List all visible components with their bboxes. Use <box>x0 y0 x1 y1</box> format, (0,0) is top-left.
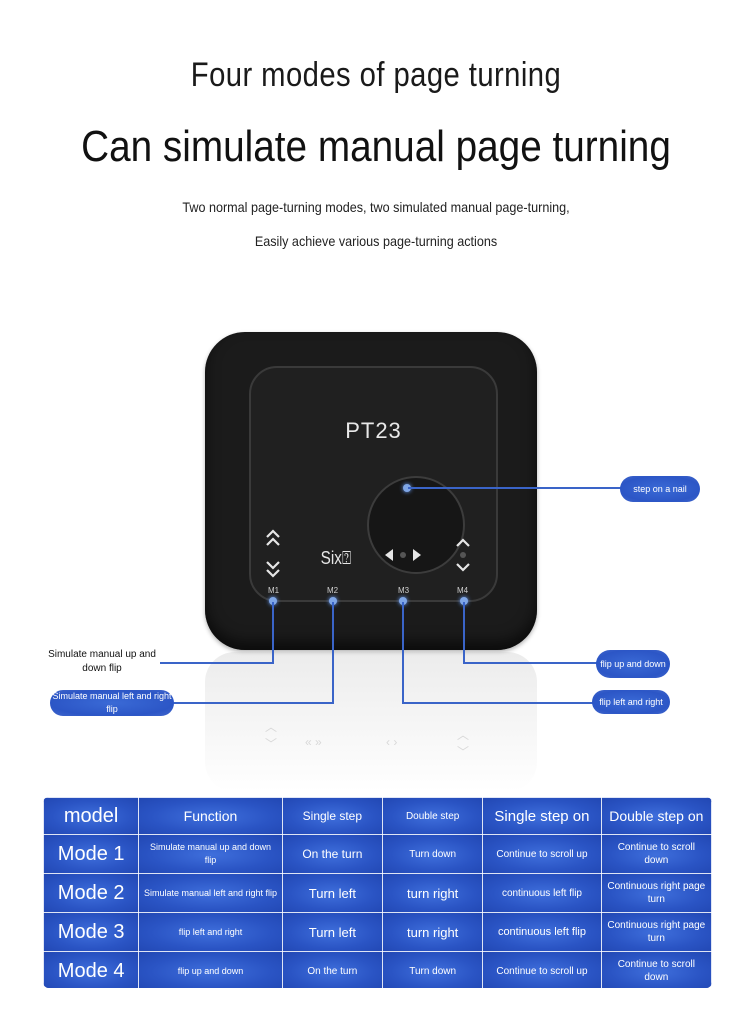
callout-m2: Simulate manual left and right flip <box>50 690 174 716</box>
table-row: Mode 4 flip up and down On the turn Turn… <box>43 951 712 988</box>
table-cell: turn right <box>381 912 484 952</box>
device-face: PT23 <box>249 366 498 602</box>
reflection-arrows-icon: « » <box>305 735 322 749</box>
port-m3 <box>399 597 407 605</box>
table-cell: Continue to scroll up <box>482 951 602 988</box>
header-function: Function <box>138 797 283 835</box>
callout-line-m2-v <box>332 602 334 704</box>
callout-line-knob <box>408 487 630 489</box>
up-down-arrows-icon <box>455 537 471 573</box>
callout-line-m4-h <box>463 662 601 664</box>
callout-line-m4-v <box>463 602 465 664</box>
table-cell: Continuous right page turn <box>600 912 712 952</box>
table-cell-mode: Mode 3 <box>43 912 140 952</box>
port-m4 <box>460 597 468 605</box>
table-cell: Turn down <box>381 834 484 874</box>
description-line-1: Two normal page-turning modes, two simul… <box>182 199 570 215</box>
table-cell: Continue to scroll up <box>482 834 602 874</box>
header-double-step: Double step <box>381 797 484 835</box>
page-title: Four modes of page turning <box>190 56 562 94</box>
port-m1 <box>269 597 277 605</box>
callout-line-m1-v <box>272 602 274 664</box>
table-cell: Simulate manual up and down flip <box>138 834 283 874</box>
port-label-m2: M2 <box>327 586 339 595</box>
table-cell-mode: Mode 1 <box>43 834 140 874</box>
device-reflection <box>205 652 537 792</box>
header-double-step-on: Double step on <box>600 797 712 835</box>
table-cell: On the turn <box>281 834 384 874</box>
table-cell: Continuous right page turn <box>600 873 712 913</box>
table-cell: Continue to scroll down <box>600 951 712 988</box>
table-row: Mode 2 Simulate manual left and right fl… <box>43 873 712 913</box>
table-cell: Continue to scroll down <box>600 834 712 874</box>
header-single-step-on: Single step on <box>482 797 602 835</box>
callout-m1: Simulate manual up and down flip <box>48 649 156 674</box>
page-turner-device: PT23 <box>205 332 537 650</box>
knob-marker <box>403 484 411 492</box>
table-cell: Turn down <box>381 951 484 988</box>
callout-m3: flip left and right <box>592 690 670 714</box>
table-cell-mode: Mode 2 <box>43 873 140 913</box>
table-row: Mode 1 Simulate manual up and down flip … <box>43 834 712 874</box>
table-cell: Simulate manual left and right flip <box>138 873 283 913</box>
port-label-m1: M1 <box>268 586 280 595</box>
chevrons-up-down-icon <box>265 528 281 580</box>
port-label-m3: M3 <box>398 586 410 595</box>
reflection-left-right-icon: ‹ › <box>386 735 398 749</box>
callout-m4: flip up and down <box>596 650 670 678</box>
callout-line-m1-h <box>160 662 274 664</box>
callout-line-m3-h <box>402 702 598 704</box>
modes-table: model Function Single step Double step S… <box>43 797 712 988</box>
table-cell: flip up and down <box>138 951 283 988</box>
table-cell: Turn left <box>281 912 384 952</box>
reflection-up-down-icon: ︿﹀ <box>457 728 470 759</box>
callout-line-m2-h <box>170 702 334 704</box>
table-cell: On the turn <box>281 951 384 988</box>
table-cell: continuous left flip <box>482 873 602 913</box>
reflection-chevrons-icon: ︿﹀ <box>265 720 278 751</box>
port-label-m4: M4 <box>457 586 469 595</box>
device-model-label: PT23 <box>345 418 402 443</box>
table-row: Mode 3 flip left and right Turn left tur… <box>43 912 712 952</box>
port-m2 <box>329 597 337 605</box>
left-right-arrows-icon <box>384 548 422 562</box>
description-line-2: Easily achieve various page-turning acti… <box>254 233 498 249</box>
mode-2-label: Six⍰ <box>320 548 352 568</box>
page-subtitle: Can simulate manual page turning <box>81 122 671 171</box>
header-model: model <box>43 797 140 835</box>
callout-line-m3-v <box>402 602 404 704</box>
header-single-step: Single step <box>281 797 384 835</box>
callout-knob: step on a nail <box>620 476 700 502</box>
table-header-row: model Function Single step Double step S… <box>43 797 712 835</box>
table-cell: turn right <box>381 873 484 913</box>
table-cell: continuous left flip <box>482 912 602 952</box>
table-cell: flip left and right <box>138 912 283 952</box>
table-cell-mode: Mode 4 <box>43 951 140 988</box>
table-cell: Turn left <box>281 873 384 913</box>
